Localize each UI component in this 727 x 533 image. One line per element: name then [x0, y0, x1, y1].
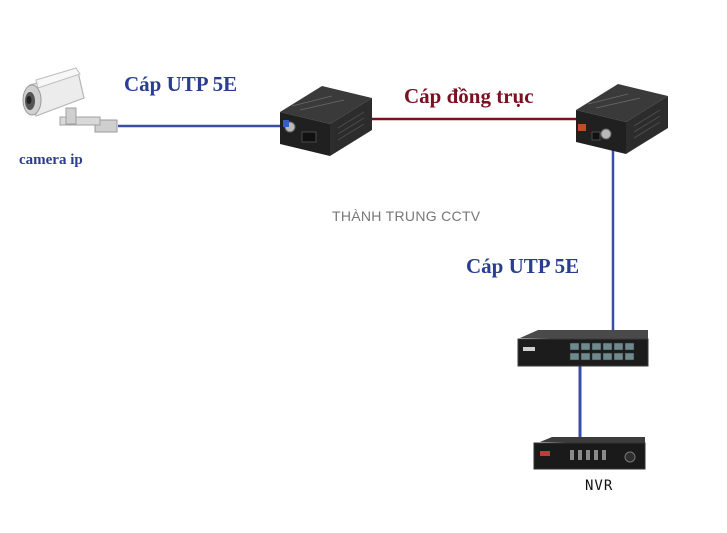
converter-left-icon: [280, 86, 372, 156]
nvr-caption: NVR: [585, 478, 614, 494]
camera-caption: camera ip: [19, 152, 83, 168]
ip-camera-icon: [22, 67, 118, 133]
watermark-text: THÀNH TRUNG CCTV: [332, 208, 481, 224]
utp-cable-label-top: Cáp UTP 5E: [124, 72, 238, 96]
converter-right-icon: [576, 84, 668, 154]
network-switch-icon: [517, 330, 649, 367]
utp-cable-label-right: Cáp UTP 5E: [466, 254, 580, 278]
coax-cable-label: Cáp đồng trục: [404, 84, 534, 108]
nvr-recorder-icon: [533, 437, 646, 470]
